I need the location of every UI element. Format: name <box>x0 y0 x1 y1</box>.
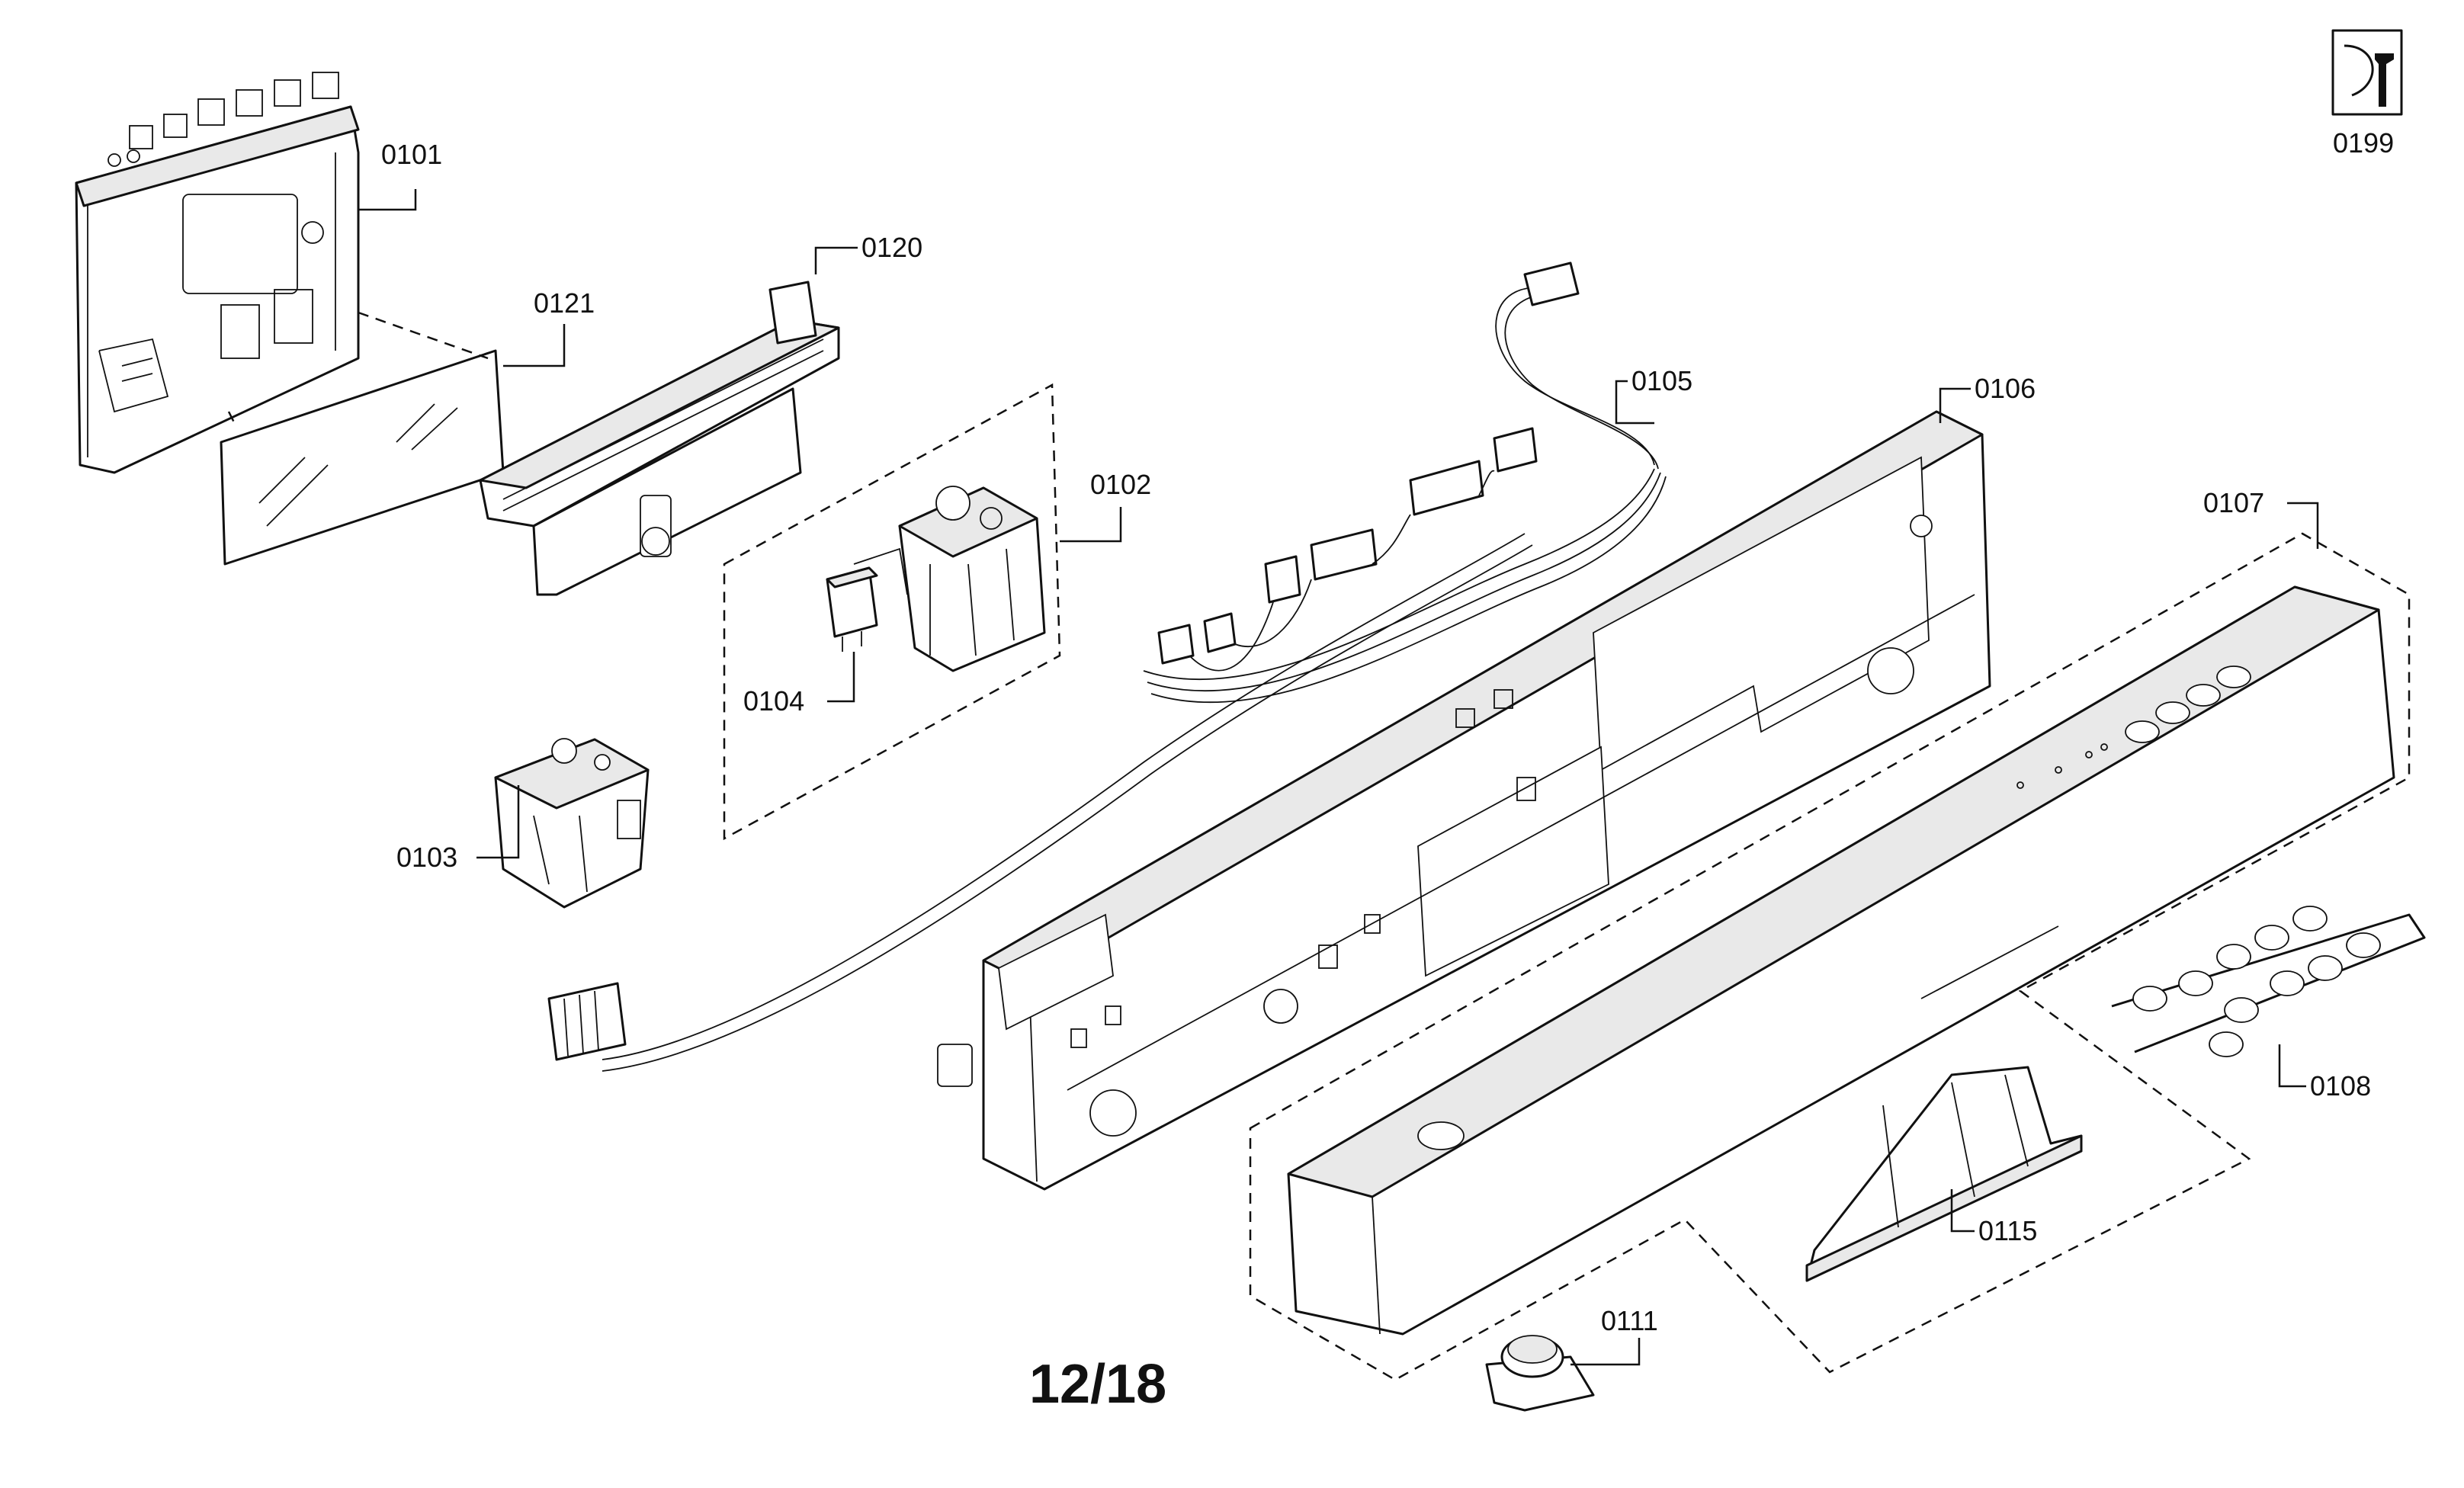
part-0107-fascia[interactable] <box>1287 585 2395 1336</box>
label-0101: 0101 <box>381 139 442 170</box>
leader-lines <box>358 189 2319 1366</box>
part-0111-indicator[interactable] <box>1485 1335 1595 1412</box>
assembly-line-0121 <box>358 311 489 360</box>
service-wrench-icon <box>2331 29 2403 116</box>
label-0120: 0120 <box>861 232 922 263</box>
part-0105-cable-harness[interactable] <box>547 261 1667 1072</box>
label-0108: 0108 <box>2310 1070 2371 1102</box>
part-0103-switch[interactable] <box>494 738 650 909</box>
label-0107: 0107 <box>2203 487 2264 518</box>
part-0108-buttons[interactable] <box>2111 906 2426 1057</box>
label-0104: 0104 <box>743 685 804 717</box>
group-box-0107 <box>1249 532 2411 1381</box>
label-0115: 0115 <box>1978 1215 2037 1246</box>
assembly-line-0121b <box>227 411 238 428</box>
part-0115-cover[interactable] <box>1805 1066 2083 1282</box>
sheet-number: 12/18 <box>1029 1354 1166 1415</box>
part-0102-switch[interactable] <box>853 486 1046 672</box>
group-box-0102 <box>723 383 1061 841</box>
label-0111: 0111 <box>1601 1305 1658 1336</box>
label-0103: 0103 <box>396 842 457 873</box>
part-0106-frame[interactable] <box>937 410 1991 1191</box>
part-0104-micro-switch[interactable] <box>826 566 878 652</box>
part-0120-holder[interactable] <box>479 281 840 596</box>
part-0101-electronic-module[interactable] <box>75 72 360 474</box>
label-0121: 0121 <box>534 287 595 319</box>
label-0199: 0199 <box>2333 127 2394 159</box>
label-0105: 0105 <box>1631 365 1692 396</box>
label-0106: 0106 <box>1975 373 2036 404</box>
label-0102: 0102 <box>1090 469 1151 500</box>
